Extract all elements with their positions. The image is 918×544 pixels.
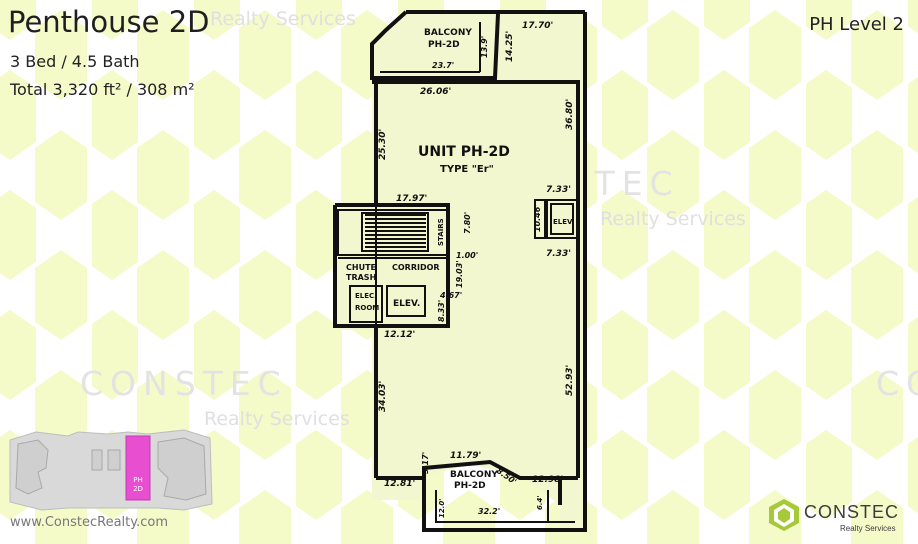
dim-label: 6.4' xyxy=(536,495,544,510)
dim-label: 12.0' xyxy=(438,499,446,518)
keyplan-unit-label: 2D xyxy=(133,485,143,493)
watermark-tagline: Realty Services xyxy=(204,408,350,430)
label-unit-name: UNIT PH-2D xyxy=(418,144,510,160)
dim-label: 19.03' xyxy=(455,260,464,288)
building-key-plan: PH 2D xyxy=(9,429,213,511)
label-trash: TRASH xyxy=(346,273,376,282)
dim-label: 26.06' xyxy=(420,87,451,97)
dim-label: 17.70' xyxy=(522,21,553,31)
dim-label: 23.7' xyxy=(432,61,454,70)
dim-label: 8.33' xyxy=(437,300,446,322)
dim-label: 32.2' xyxy=(478,507,500,516)
label-stairs: STAIRS xyxy=(437,218,445,246)
label-chute: CHUTE xyxy=(346,263,376,272)
logo-tagline: Realty Services xyxy=(840,524,896,533)
page-title: Penthouse 2D xyxy=(8,5,210,39)
label-balcony-bottom: BALCONY xyxy=(450,470,498,480)
dim-label: 12.12' xyxy=(384,330,415,340)
label-room: ROOM xyxy=(355,304,379,312)
dim-label: 1.00' xyxy=(456,251,478,260)
dim-label: 10.46' xyxy=(533,204,542,232)
logo-name: CONSTEC xyxy=(804,502,900,522)
dim-label: 12.98' xyxy=(532,475,563,485)
dim-label: 36.80' xyxy=(565,99,575,130)
website-link[interactable]: www.ConstecRealty.com xyxy=(10,515,168,530)
dim-label: 7.33' xyxy=(546,185,571,195)
dim-label: 13.9' xyxy=(480,36,489,58)
dim-label: 4.67' xyxy=(439,291,462,300)
dim-label: 52.93' xyxy=(565,365,575,396)
level-label: PH Level 2 xyxy=(809,14,904,35)
label-balcony-bottom-unit: PH-2D xyxy=(454,481,486,491)
watermark-tagline: Realty Services xyxy=(210,8,356,30)
dim-label: 5.17' xyxy=(421,452,430,474)
beds-baths: 3 Bed / 4.5 Bath xyxy=(10,52,140,71)
watermark-brand: CONSTEC xyxy=(876,364,918,403)
label-elev-right: ELEV. xyxy=(553,218,574,226)
total-size: Total 3,320 ft² / 308 m² xyxy=(10,80,195,99)
dim-label: 25.30' xyxy=(378,129,388,160)
dim-label: 14.25' xyxy=(505,31,515,62)
dim-label: 7.33' xyxy=(546,249,571,259)
label-unit-type: TYPE "Er" xyxy=(440,164,494,175)
label-elev-center: ELEV. xyxy=(393,299,420,309)
label-balcony-top: BALCONY xyxy=(424,28,472,38)
dim-label: 12.81' xyxy=(384,479,415,489)
dim-label: 17.97' xyxy=(396,194,427,204)
watermark-tagline: Realty Services xyxy=(600,208,746,230)
dim-label: 7.80' xyxy=(463,212,472,234)
constec-logo: CONSTEC Realty Services xyxy=(768,494,908,538)
label-elec: ELEC. xyxy=(355,292,377,300)
watermark-brand: CONSTEC xyxy=(80,364,288,403)
highlighted-unit xyxy=(125,435,151,501)
label-corridor: CORRIDOR xyxy=(392,263,440,272)
keyplan-unit-label: PH xyxy=(133,476,143,484)
hexagon-logo-icon xyxy=(769,499,799,531)
dim-label: 34.03' xyxy=(378,381,388,412)
dim-label: 11.79' xyxy=(450,451,481,461)
label-balcony-top-unit: PH-2D xyxy=(428,40,460,50)
